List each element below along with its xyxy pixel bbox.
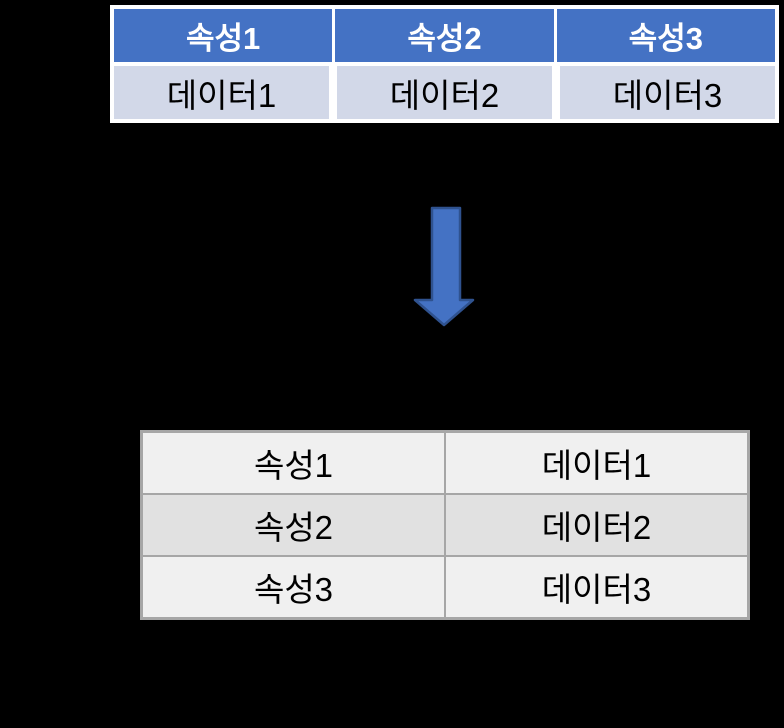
top-table-header-row: 속성1 속성2 속성3 (114, 9, 775, 62)
table-row: 속성2 데이터2 (140, 493, 750, 557)
attribute-columns-table: 속성1 속성2 속성3 데이터1 데이터2 데이터3 (110, 5, 779, 123)
down-arrow-icon (405, 203, 485, 333)
top-table-data-cell: 데이터1 (114, 66, 329, 119)
value-cell: 데이터2 (444, 493, 750, 557)
attribute-cell: 속성3 (140, 555, 446, 620)
top-table-header-cell: 속성2 (335, 9, 554, 62)
attribute-cell: 속성2 (140, 493, 446, 557)
table-row: 속성1 데이터1 (140, 430, 750, 495)
top-table-data-row: 데이터1 데이터2 데이터3 (114, 66, 775, 119)
top-table-data-cell: 데이터3 (560, 66, 775, 119)
value-cell: 데이터1 (444, 430, 750, 495)
attribute-cell: 속성1 (140, 430, 446, 495)
top-table-header-cell: 속성1 (114, 9, 333, 62)
top-table-header-cell: 속성3 (556, 9, 775, 62)
top-table-data-cell: 데이터2 (337, 66, 552, 119)
table-row: 속성3 데이터3 (140, 555, 750, 620)
value-cell: 데이터3 (444, 555, 750, 620)
transposed-attribute-value-table: 속성1 데이터1 속성2 데이터2 속성3 데이터3 (140, 430, 750, 620)
down-arrow-shape (413, 206, 475, 327)
